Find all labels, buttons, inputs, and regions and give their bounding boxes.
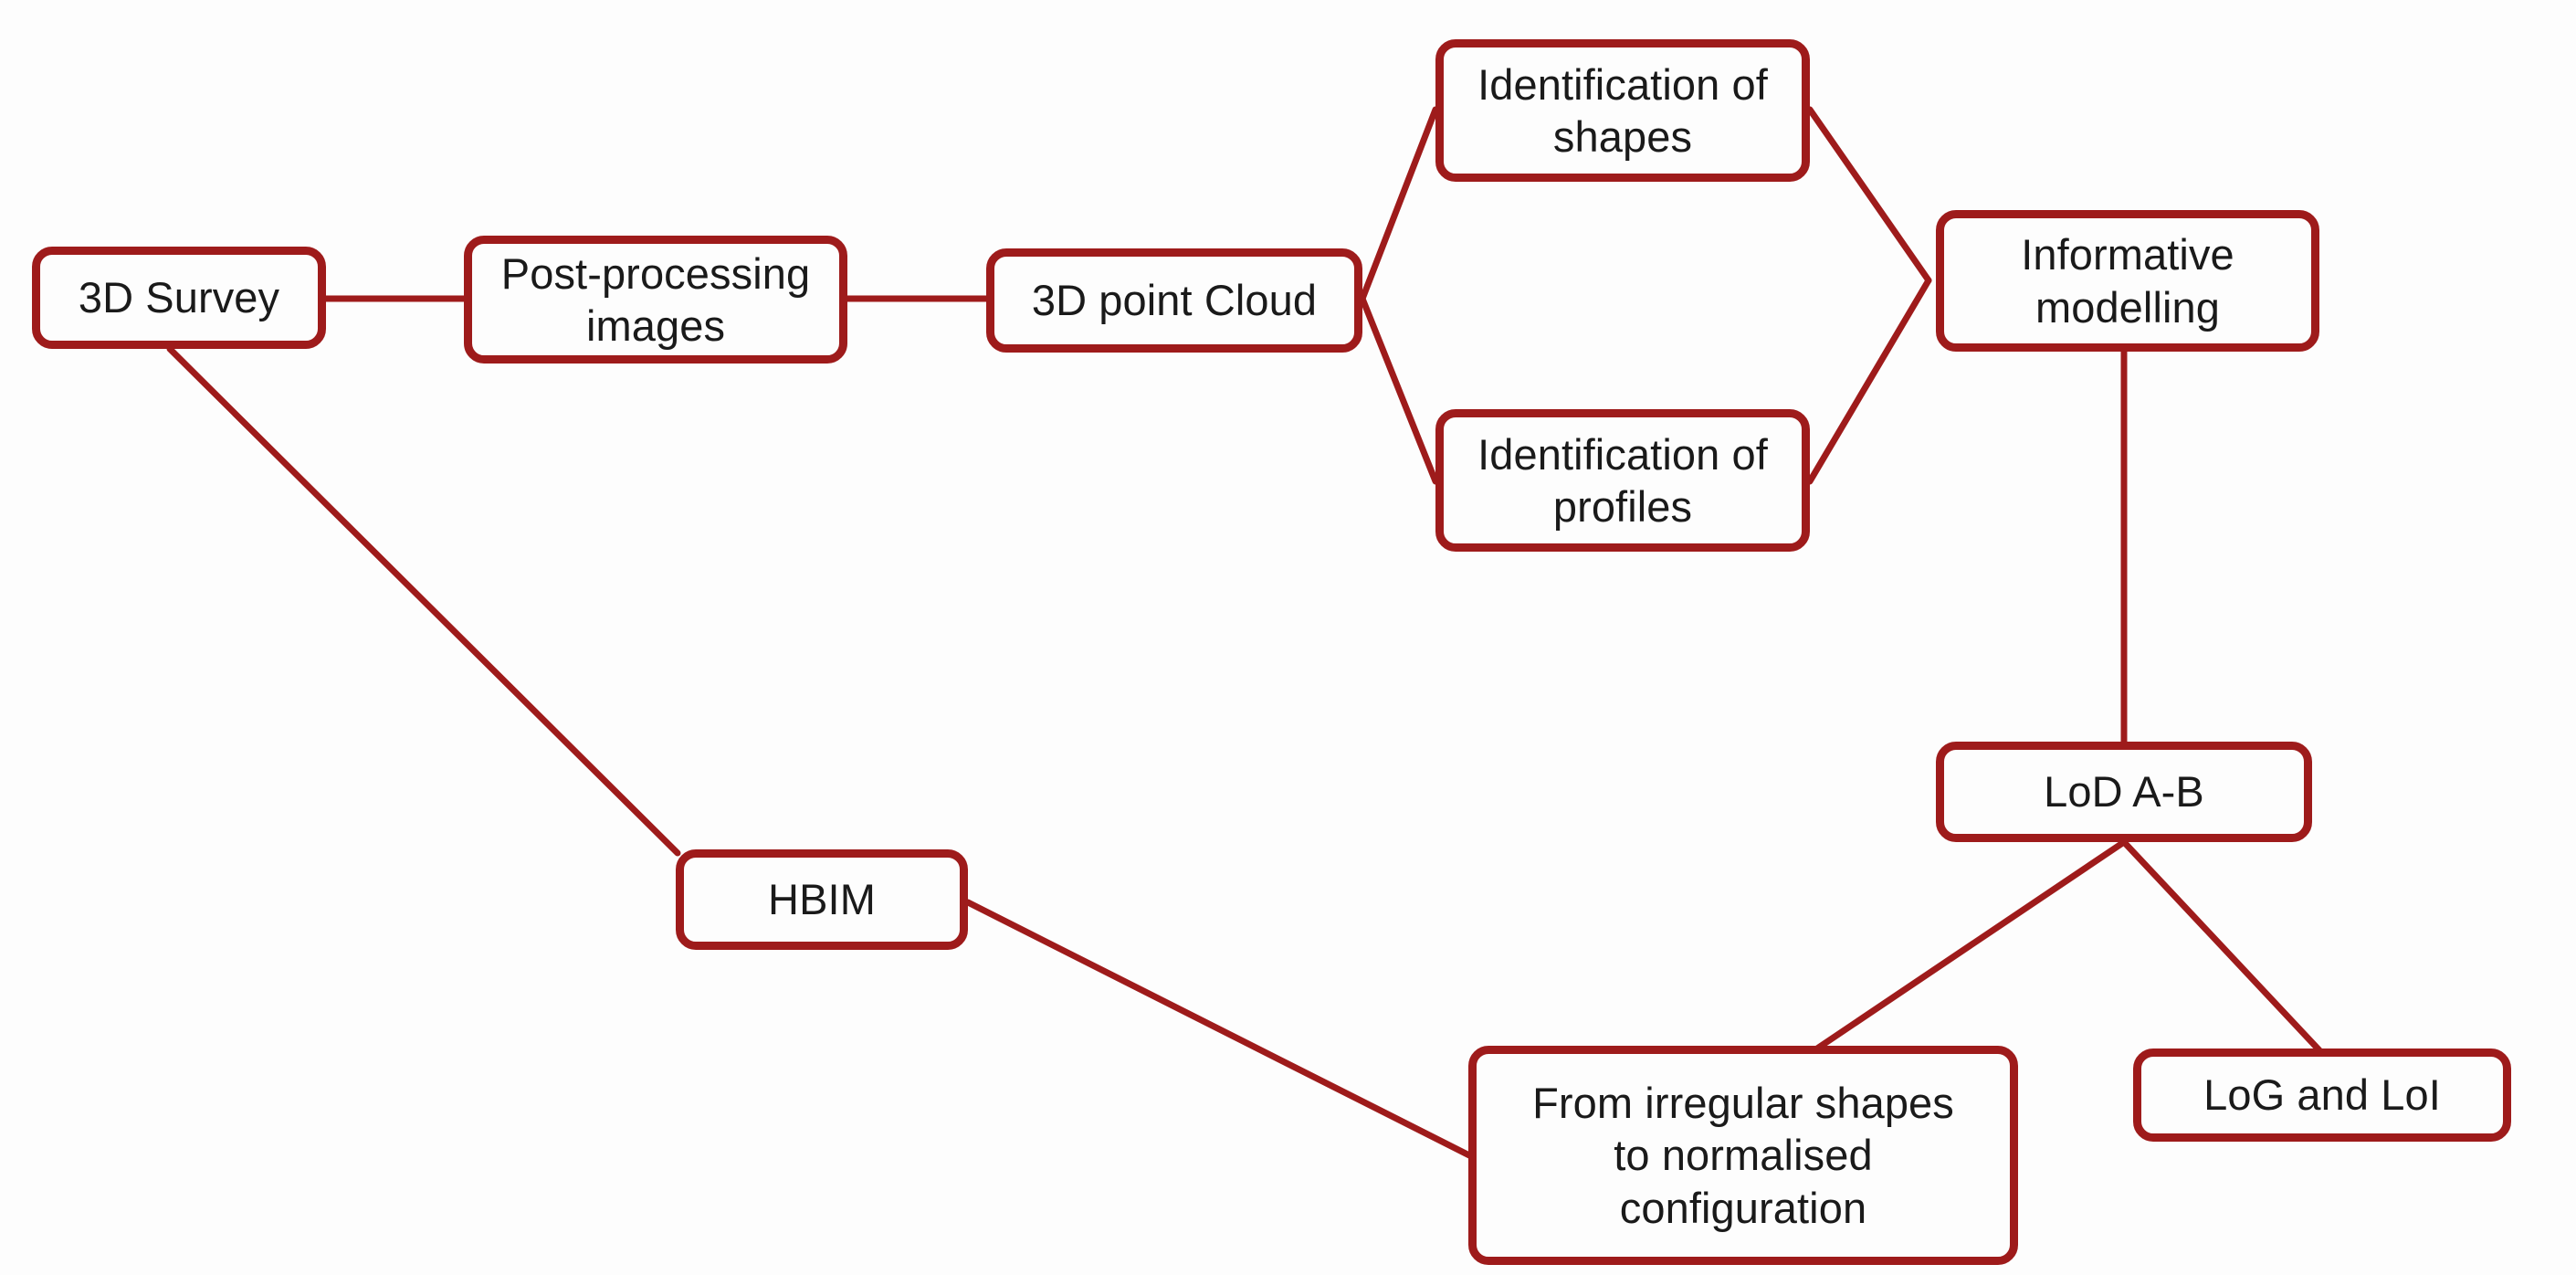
node-post-processing-images[interactable]: Post-processing images xyxy=(464,236,847,364)
node-label: Informative modelling xyxy=(2021,230,2234,332)
edge-survey-to-hbim xyxy=(166,345,681,857)
node-informative-modelling[interactable]: Informative modelling xyxy=(1936,210,2319,352)
node-hbim[interactable]: HBIM xyxy=(676,849,968,950)
node-identification-of-profiles[interactable]: Identification of profiles xyxy=(1435,409,1810,552)
node-label: Identification of profiles xyxy=(1477,429,1768,531)
edge-cloud-to-profiles xyxy=(1359,295,1439,485)
edge-lod-to-irregular xyxy=(1814,838,2128,1052)
edge-lod-to-log xyxy=(2120,838,2323,1054)
node-label: 3D Survey xyxy=(78,273,280,322)
edge-shapes-to-informative xyxy=(1806,106,1932,284)
node-label: LoG and LoI xyxy=(2203,1070,2441,1120)
edge-hbim-to-irregular xyxy=(964,899,1478,1162)
node-identification-of-shapes[interactable]: Identification of shapes xyxy=(1435,39,1810,182)
node-3d-point-cloud[interactable]: 3D point Cloud xyxy=(986,248,1362,353)
node-label: LoD A-B xyxy=(2044,767,2204,817)
edge-profiles-to-informative xyxy=(1806,277,1932,485)
node-label: From irregular shapes to normalised conf… xyxy=(1532,1079,1954,1232)
node-label: Post-processing images xyxy=(500,248,811,350)
node-lod-a-b[interactable]: LoD A-B xyxy=(1936,742,2312,842)
node-3d-survey[interactable]: 3D Survey xyxy=(32,247,326,349)
node-label: Identification of shapes xyxy=(1477,59,1768,161)
node-label: 3D point Cloud xyxy=(1031,276,1318,325)
node-log-and-loi[interactable]: LoG and LoI xyxy=(2133,1048,2511,1142)
node-from-irregular-shapes[interactable]: From irregular shapes to normalised conf… xyxy=(1468,1046,2018,1265)
node-label: HBIM xyxy=(768,875,876,924)
edge-cloud-to-shapes xyxy=(1359,106,1439,302)
